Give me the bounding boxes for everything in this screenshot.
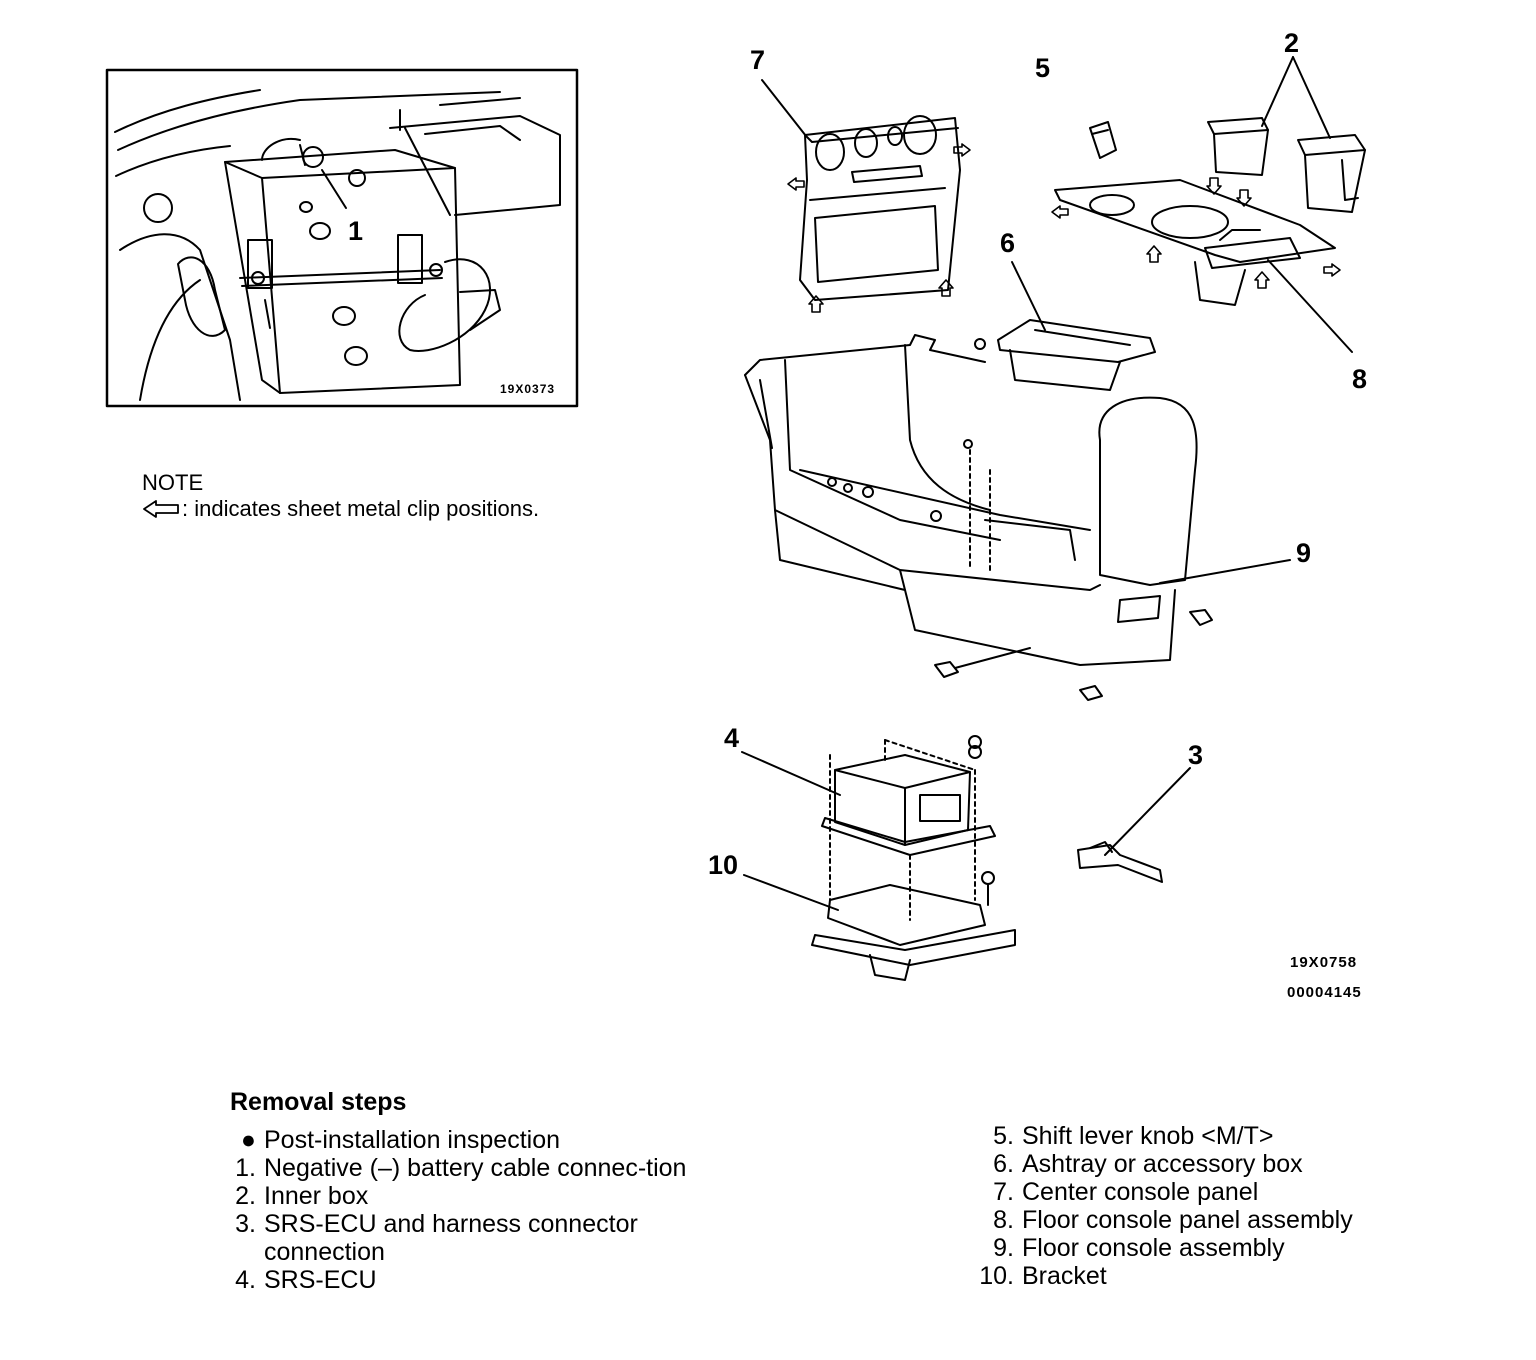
list-item: 4. SRS-ECU (222, 1266, 722, 1294)
step-number: 6. (993, 1150, 1014, 1178)
callout-2: 2 (1284, 28, 1300, 58)
figure-code: 19X0758 (1290, 954, 1358, 971)
callout-9: 9 (1296, 538, 1312, 568)
battery-inset-illustration (105, 68, 579, 408)
callout-5: 5 (1035, 53, 1051, 83)
list-item: 7. Center console panel (972, 1178, 1452, 1206)
callout-6: 6 (1000, 228, 1016, 258)
step-text: Post-installation inspection (264, 1126, 560, 1154)
callout-3: 3 (1188, 740, 1204, 770)
list-item: 8. Floor console panel assembly (972, 1206, 1452, 1234)
list-item: 5. Shift lever knob <M/T> (972, 1122, 1452, 1150)
floor-console-illustration (744, 334, 1291, 701)
note-block: NOTE : indicates sheet metal clip positi… (142, 470, 539, 522)
step-number: 8. (993, 1206, 1014, 1234)
step-text: Bracket (1022, 1262, 1107, 1290)
document-number: 00004145 (1287, 984, 1362, 1001)
callout-1-inset: 1 (348, 216, 364, 246)
inner-box-illustration (1207, 56, 1366, 213)
callout-7: 7 (750, 45, 766, 75)
step-number: 1. (235, 1154, 256, 1182)
note-title: NOTE (142, 470, 204, 495)
floor-console-panel-illustration (1054, 179, 1353, 353)
removal-steps-left-list: ● Post-installation inspection 1. Negative… (222, 1126, 722, 1294)
callout-4: 4 (724, 723, 740, 753)
step-text: Negative (–) battery cable connec-tion (264, 1154, 687, 1182)
list-item: 1. Negative (–) battery cable connec-tion (222, 1154, 722, 1182)
step-number: 3. (235, 1210, 256, 1238)
srs-ecu-illustration (741, 735, 996, 921)
step-text: Shift lever knob <M/T> (1022, 1122, 1274, 1150)
list-item: 9. Floor console assembly (972, 1234, 1452, 1262)
callout-8: 8 (1352, 364, 1368, 394)
step-text: Inner box (264, 1182, 369, 1210)
step-text: SRS-ECU (264, 1266, 377, 1294)
shift-knob-illustration (1089, 121, 1117, 159)
removal-steps-right-list: 5. Shift lever knob <M/T> 6. Ashtray or ac… (972, 1122, 1452, 1290)
ashtray-illustration (974, 261, 1156, 391)
step-number: 10. (979, 1262, 1014, 1290)
bracket-illustration (743, 871, 1016, 981)
list-item: 6. Ashtray or accessory box (972, 1150, 1452, 1178)
step-text: Center console panel (1022, 1178, 1259, 1206)
step-text: SRS-ECU and harness connector connection (264, 1210, 638, 1266)
harness-connector-illustration (1077, 767, 1191, 883)
step-text: Floor console panel assembly (1022, 1206, 1353, 1234)
removal-steps-title: Removal steps (230, 1088, 407, 1116)
step-number: 4. (235, 1266, 256, 1294)
list-item: ● Post-installation inspection (222, 1126, 722, 1154)
center-console-panel-illustration (761, 79, 961, 301)
clip-position-arrows (787, 143, 1341, 313)
list-item: 10. Bracket (972, 1262, 1452, 1290)
list-item: 2. Inner box (222, 1182, 722, 1210)
step-text: Floor console assembly (1022, 1234, 1285, 1262)
step-number: 9. (993, 1234, 1014, 1262)
callout-10: 10 (708, 850, 739, 880)
left-outline-arrow-icon (143, 500, 179, 518)
step-number: 2. (235, 1182, 256, 1210)
inset-figure-code: 19X0373 (500, 382, 556, 396)
step-text: Ashtray or accessory box (1022, 1150, 1303, 1178)
note-text: : indicates sheet metal clip positions. (182, 496, 540, 521)
list-item: 3. SRS-ECU and harness connector connecti… (222, 1210, 722, 1266)
step-number: ● (240, 1126, 256, 1154)
step-number: 7. (993, 1178, 1014, 1206)
step-number: 5. (993, 1122, 1014, 1150)
